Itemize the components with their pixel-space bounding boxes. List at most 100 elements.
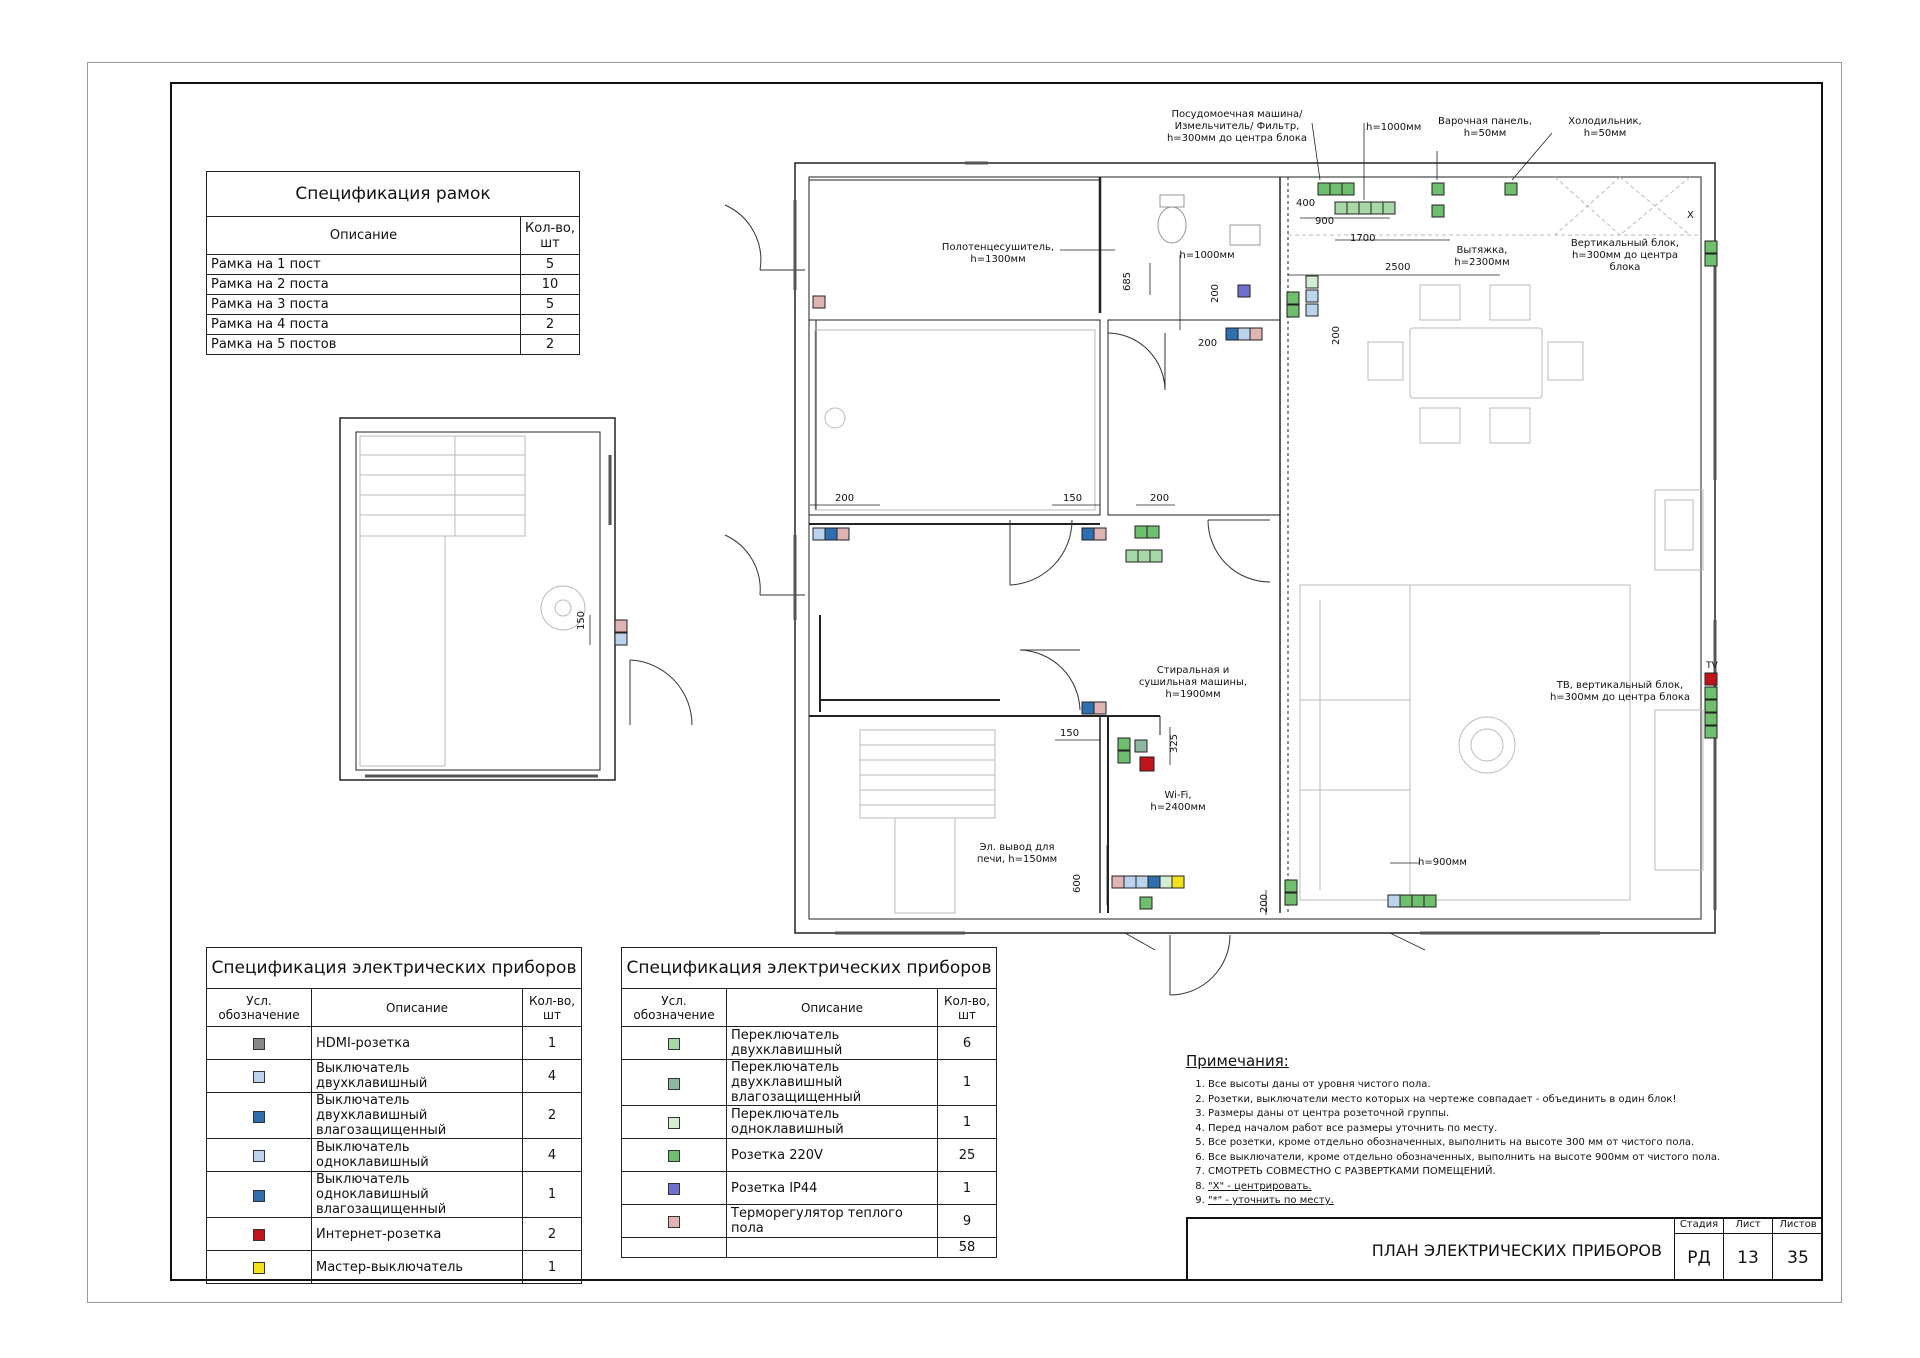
dim-900: 900 [1315,216,1335,227]
device-row-label: Переключатель двухклавишный влагозащищен… [726,1059,938,1106]
device-row-label: Интернет-розетка [311,1217,523,1251]
device-row-count: 1 [522,1250,582,1284]
device-symbol-icon [668,1038,680,1050]
dim-200-e: 200 [1150,493,1170,504]
device-symbol-icon [668,1216,680,1228]
note-text: Размеры даны от центра розеточной группы… [1208,1108,1450,1119]
note-text: Все выключатели, кроме отдельно обозначе… [1208,1151,1721,1163]
dim-325: 325 [1169,733,1181,754]
device-symbol-icon [668,1150,680,1162]
device-row-label: Выключатель одноклавишный [311,1138,523,1172]
label-hood: Вытяжка, h=2300мм [1454,245,1510,268]
dim-685: 685 [1122,271,1134,292]
device-row-count: 9 [937,1204,997,1238]
dim-200-c: 200 [1331,325,1343,346]
device-row-count: 1 [937,1105,997,1139]
frames-row-count: 2 [520,334,580,355]
device-symbol-cell [206,1138,312,1172]
device-row-count: 1 [937,1171,997,1205]
device-row-label: Переключатель одноклавишный [726,1105,938,1139]
device-row-label: Терморегулятор теплого пола [726,1204,938,1238]
dim-1700: 1700 [1350,233,1376,244]
note-item: "X" - центрировать. [1208,1180,1746,1195]
dim-200-d: 200 [835,493,855,504]
notes-list: Все высоты даны от уровня чистого пола. Р… [1186,1078,1746,1209]
note-item: Все высоты даны от уровня чистого пола. [1208,1078,1746,1093]
note-item: "*" - уточнить по месту. [1208,1194,1746,1209]
frames-row-count: 5 [520,254,580,275]
note-item: Все выключатели, кроме отдельно обозначе… [1208,1151,1746,1166]
note-text: Все высоты даны от уровня чистого пола. [1208,1079,1431,1090]
dim-2500: 2500 [1385,262,1411,273]
device-symbol-icon [253,1110,265,1123]
device-symbol-icon [668,1117,680,1129]
note-item: Розетки, выключатели место которых на че… [1208,1093,1746,1108]
dim-150-c: 150 [576,610,588,631]
stamp-col-sheet: Лист [1724,1219,1773,1234]
device-symbol-cell [621,1026,727,1060]
device-symbol-cell [206,1217,312,1251]
device-symbol-cell [206,1171,312,1218]
dim-x-mark: X [1687,210,1694,221]
frames-row-label: Рамка на 5 постов [206,334,521,355]
dim-600: 600 [1072,873,1084,894]
dim-200-f: 200 [1259,893,1271,914]
frames-row-label: Рамка на 4 поста [206,314,521,335]
dim-200-a: 200 [1198,338,1218,349]
device-row-label: Розетка 220V [726,1138,938,1172]
device-row-label: Переключатель двухклавишный [726,1026,938,1060]
device-symbol-cell [621,1059,727,1106]
device-symbol-icon [253,1150,265,1162]
devices-col-description: Описание [311,988,523,1027]
note-item: СМОТРЕТЬ СОВМЕСТНО С РАЗВЕРТКАМИ ПОМЕЩЕН… [1208,1165,1746,1180]
device-total-count: 58 [937,1237,997,1258]
frames-col-count: Кол-во, шт [520,216,580,255]
device-symbol-icon [253,1071,265,1083]
note-text: Перед началом работ все размеры уточнить… [1208,1122,1498,1134]
label-stove: Эл. вывод для печи, h=150мм [976,842,1058,865]
device-symbol-icon [253,1038,265,1050]
frames-spec-title: Спецификация рамок [206,171,580,217]
drawing-sheet-border [87,62,1842,1303]
stamp-stage: РД [1675,1234,1724,1281]
device-row-label: Выключатель двухклавишный [311,1059,523,1093]
note-item: Размеры даны от центра розеточной группы… [1208,1107,1746,1122]
dim-200-b: 200 [1210,283,1222,304]
house-inner-wall [808,176,1702,920]
note-text: Розетки, выключатели место которых на че… [1208,1093,1677,1105]
frames-row-label: Рамка на 3 поста [206,294,521,315]
devices-spec-title: Спецификация электрических приборов [206,947,582,989]
stamp-sheets: 35 [1787,1247,1809,1268]
device-symbol-icon [253,1189,265,1202]
device-row: Переключатель двухклавишный влагозащищен… [621,1059,997,1106]
label-washer: Стиральная и сушильная машины, h=1900мм [1138,665,1248,700]
label-h1000-bath: h=1000мм [1179,250,1235,261]
devices-col-count: Кол-во, шт [937,988,997,1027]
dim-400: 400 [1296,198,1316,209]
label-tv: ТВ, вертикальный блок, h=300мм до центра… [1549,680,1691,703]
title-block-title: ПЛАН ЭЛЕКТРИЧЕСКИХ ПРИБОРОВ [1371,1240,1662,1260]
frames-specification-table: Спецификация рамок Описание Кол-во, шт Р… [206,171,580,355]
label-h900: h=900мм [1418,857,1467,868]
stamp-col-stage: Стадия [1675,1219,1724,1234]
title-block: ПЛАН ЭЛЕКТРИЧЕСКИХ ПРИБОРОВ Стадия Лист … [1186,1217,1823,1281]
frames-row-count: 10 [520,274,580,295]
device-row: Выключатель двухклавишный влагозащищенны… [206,1092,582,1139]
device-row-count: 1 [522,1171,582,1218]
devices-col-symbol: Усл. обозначение [621,988,727,1027]
dim-150-a: 150 [1063,493,1083,504]
device-symbol-icon [253,1262,265,1274]
device-row-count: 25 [937,1138,997,1172]
devices-spec-title: Спецификация электрических приборов [621,947,997,989]
device-symbol-icon [668,1183,680,1195]
note-text: "*" - уточнить по месту. [1208,1195,1334,1206]
label-dishwasher: Посудомоечная машина/ Измельчитель/ Филь… [1166,109,1308,144]
